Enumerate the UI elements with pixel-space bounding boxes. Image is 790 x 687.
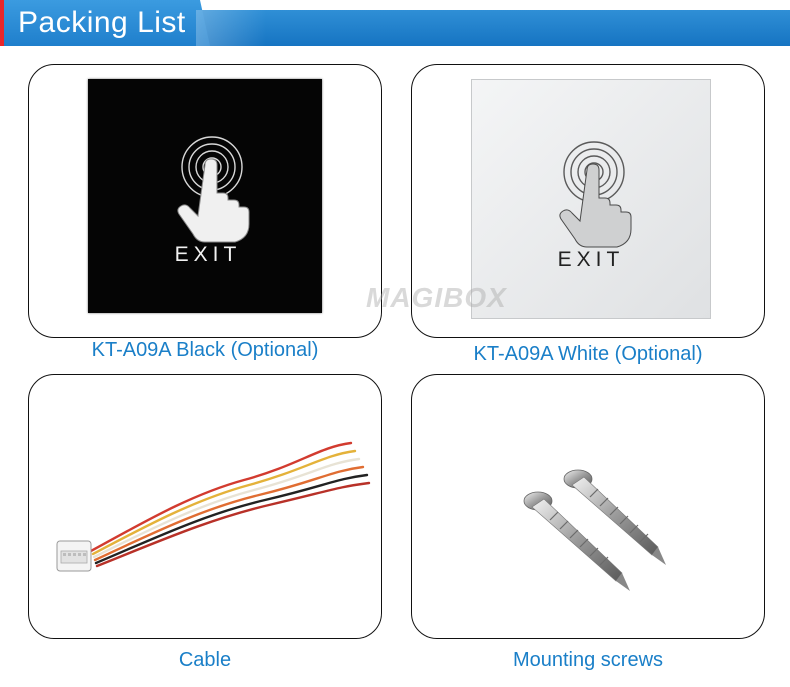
screw-front <box>523 491 630 591</box>
item-card-black-panel: EXIT KT-A09A Black (Optional) <box>28 64 382 361</box>
page-title: Packing List <box>18 6 186 39</box>
magibox-watermark: MAGIBOX <box>366 282 507 313</box>
black-exit-panel-image: EXIT <box>88 79 322 313</box>
item-caption: KT-A09A White (Optional) <box>473 343 703 365</box>
exit-label: EXIT <box>174 243 242 266</box>
exit-label: EXIT <box>557 248 625 271</box>
header-shine <box>196 10 266 46</box>
item-caption: Mounting screws <box>512 649 664 671</box>
item-card-white-panel: EXIT KT-A09A White (Optional) <box>411 64 765 365</box>
touch-hand-icon <box>177 136 250 243</box>
header-accent-stripe <box>0 0 4 46</box>
white-exit-panel-image: EXIT <box>471 79 711 319</box>
item-card-cable: Cable <box>28 374 382 671</box>
cable-connector-icon <box>56 441 371 572</box>
item-caption: Cable <box>178 649 232 671</box>
touch-hand-icon <box>559 141 632 248</box>
header-tab <box>0 0 210 46</box>
item-caption: KT-A09A Black (Optional) <box>91 339 319 361</box>
cable-connector <box>56 540 92 572</box>
screw-back <box>563 469 666 565</box>
packing-list-header: Packing List <box>0 0 790 48</box>
screw-icon <box>523 469 666 591</box>
item-card-mounting-screws: Mounting screws <box>411 374 765 671</box>
